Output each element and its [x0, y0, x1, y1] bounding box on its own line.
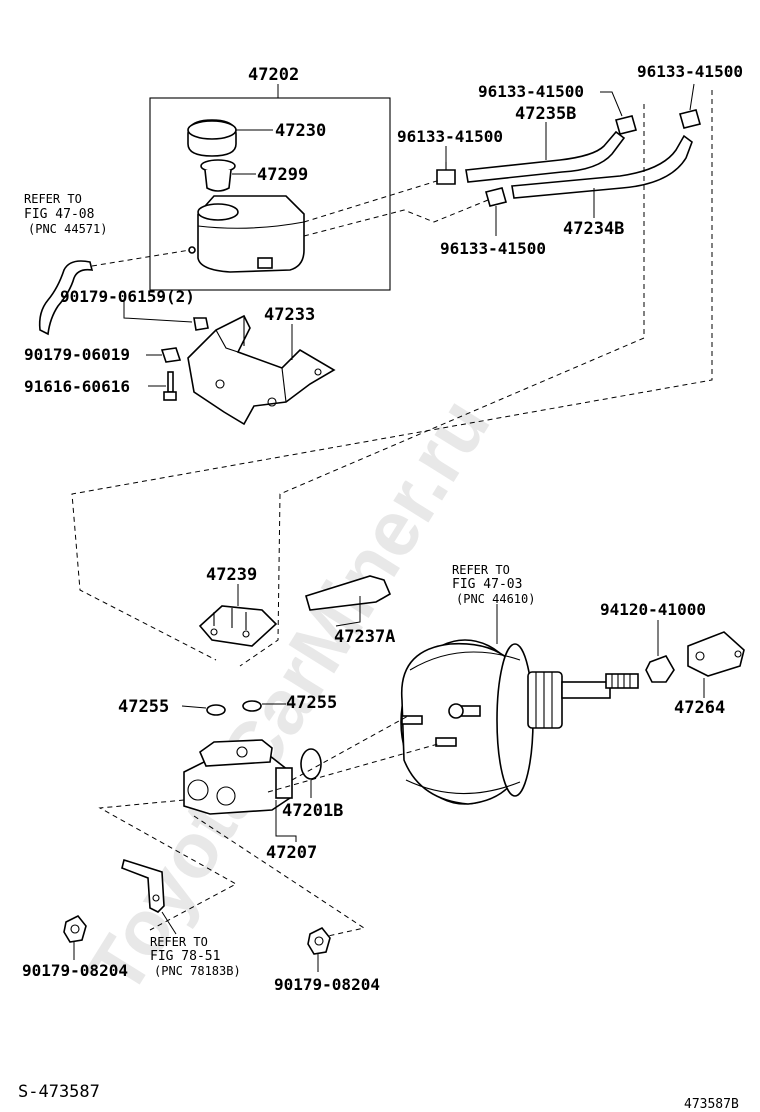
- refer-line1-c: REFER TO: [150, 935, 208, 949]
- part-label-96133-b: 96133-41500: [478, 82, 584, 101]
- clamp-96133-c: [679, 109, 701, 129]
- part-label-47255-a: 47255: [118, 697, 169, 717]
- part-label-47234b: 47234B: [563, 219, 624, 239]
- nut-90179-06159: [193, 317, 209, 331]
- refer-line1-a: REFER TO: [24, 192, 82, 206]
- nut-94120: [645, 655, 675, 683]
- bracket-78-51: [121, 858, 165, 913]
- clamp-96133-d: [485, 187, 507, 207]
- bolt-91616: [163, 371, 177, 401]
- brake-booster: [400, 639, 639, 805]
- part-label-47230: 47230: [275, 121, 326, 141]
- grommet-47255-b: [242, 700, 262, 712]
- nut-90179-06019: [160, 347, 182, 363]
- hose-47234b: [511, 134, 693, 199]
- part-label-47202: 47202: [248, 65, 299, 85]
- gasket-47201b: [300, 748, 322, 780]
- part-label-47239: 47239: [206, 565, 257, 585]
- reservoir-bracket: [187, 314, 336, 426]
- part-label-47233: 47233: [264, 305, 315, 325]
- reservoir-strainer: [200, 159, 236, 192]
- sheet-code: S-473587: [18, 1082, 100, 1102]
- part-label-90179-08204-b: 90179-08204: [274, 975, 380, 994]
- grommet-47255-a: [206, 704, 226, 716]
- part-label-47201b: 47201B: [282, 801, 343, 821]
- part-label-91616: 91616-60616: [24, 377, 130, 396]
- reservoir-hose: [38, 260, 94, 336]
- clamp-96133-a: [436, 162, 456, 185]
- pipe-47237a: [305, 575, 392, 611]
- nut-90179-08204-a: [63, 914, 87, 943]
- grommet-47239: [198, 605, 278, 647]
- part-label-90179-08204-a: 90179-08204: [22, 961, 128, 980]
- reservoir-tank: [188, 195, 305, 273]
- nut-90179-08204-b: [307, 926, 331, 955]
- refer-line3-c: (PNC 78183B): [154, 964, 241, 978]
- part-label-47264: 47264: [674, 698, 725, 718]
- part-label-47235b: 47235B: [515, 104, 576, 124]
- part-label-94120: 94120-41000: [600, 600, 706, 619]
- refer-line2-a: FIG 47-08: [24, 207, 94, 222]
- part-label-96133-d: 96133-41500: [440, 239, 546, 258]
- refer-line2-c: FIG 78-51: [150, 949, 220, 964]
- part-label-47255-b: 47255: [286, 693, 337, 713]
- refer-line3-b: (PNC 44610): [456, 592, 535, 606]
- refer-line2-b: FIG 47-03: [452, 577, 522, 592]
- master-cylinder: [183, 739, 293, 815]
- hose-47235b: [465, 130, 626, 183]
- part-label-96133-a: 96133-41500: [397, 127, 503, 146]
- clamp-96133-b: [615, 115, 637, 135]
- part-label-47299: 47299: [257, 165, 308, 185]
- part-label-90179-06159: 90179-06159(2): [60, 287, 195, 306]
- part-label-47207: 47207: [266, 843, 317, 863]
- refer-line1-b: REFER TO: [452, 563, 510, 577]
- figure-code: 473587B: [684, 1097, 739, 1112]
- part-label-47237a: 47237A: [334, 627, 395, 647]
- reservoir-cap: [187, 119, 237, 157]
- part-label-96133-c: 96133-41500: [637, 62, 743, 81]
- reservoir-group-box: [149, 97, 391, 291]
- clevis-47264: [687, 631, 745, 677]
- refer-line3-a: (PNC 44571): [28, 222, 107, 236]
- part-label-90179-06019: 90179-06019: [24, 345, 130, 364]
